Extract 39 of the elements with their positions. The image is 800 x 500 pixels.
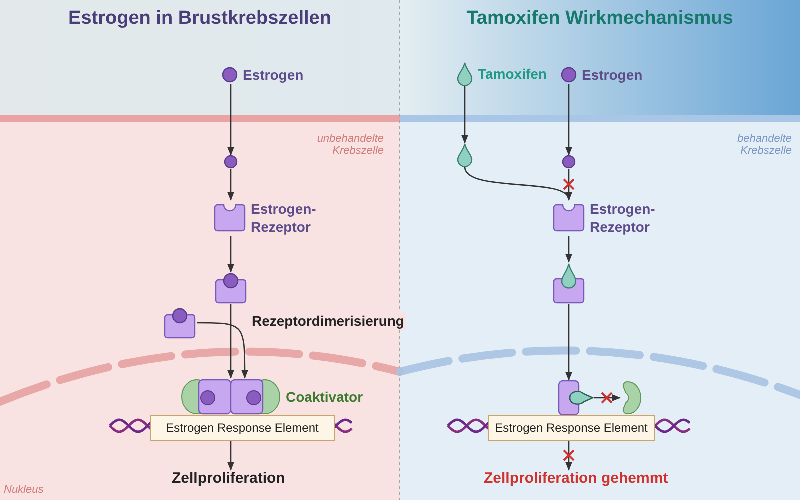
arrow	[464, 166, 570, 201]
receptor-name: Estrogen-Rezeptor	[590, 200, 656, 236]
response-element-box: Estrogen Response Element	[488, 415, 655, 441]
coactivator-shape	[620, 381, 642, 415]
arrow	[594, 394, 621, 402]
response-element-box: Estrogen Response Element	[150, 415, 335, 441]
nucleus-label: Nukleus	[4, 484, 45, 496]
molecule-name: Tamoxifen	[478, 65, 547, 83]
molecule-name: Estrogen	[582, 66, 643, 84]
molecule-name: Estrogen	[243, 66, 304, 84]
arrow	[565, 236, 573, 263]
arrow	[565, 169, 573, 201]
result-text: Zellproliferation	[172, 470, 286, 488]
cell-note: unbehandelte Krebszelle	[316, 133, 384, 157]
tamoxifen-receptor-complex	[552, 262, 586, 304]
arrow	[565, 304, 573, 381]
receptor-dimer-drawing	[181, 378, 281, 416]
estrogen-receptor-complex	[163, 307, 197, 339]
estrogen-receptor-complex	[214, 272, 248, 304]
arrow	[565, 441, 573, 471]
arrow	[197, 322, 249, 379]
arrow	[227, 304, 235, 379]
tamoxifen-molecule	[457, 143, 473, 167]
arrow	[227, 441, 235, 471]
arrow	[227, 236, 235, 273]
panel-title: Estrogen in Brustkrebszellen	[68, 8, 332, 30]
arrow	[461, 86, 469, 144]
edge-label: Rezeptordimerisierung	[250, 312, 406, 330]
estrogen-molecule	[224, 155, 238, 169]
panel-title: Tamoxifen Wirkmechanismus	[466, 8, 734, 30]
tamoxifen-receptor-complex	[558, 380, 594, 416]
arrow	[227, 84, 235, 156]
result-text: Zellproliferation gehemmt	[484, 470, 668, 488]
arrow	[227, 169, 235, 201]
arrow	[565, 84, 573, 156]
cell-note: behandelte Krebszelle	[736, 133, 792, 157]
estrogen-molecule	[562, 155, 576, 169]
coactivator-name: Coaktivator	[286, 388, 364, 406]
receptor-name: Estrogen-Rezeptor	[251, 200, 318, 236]
